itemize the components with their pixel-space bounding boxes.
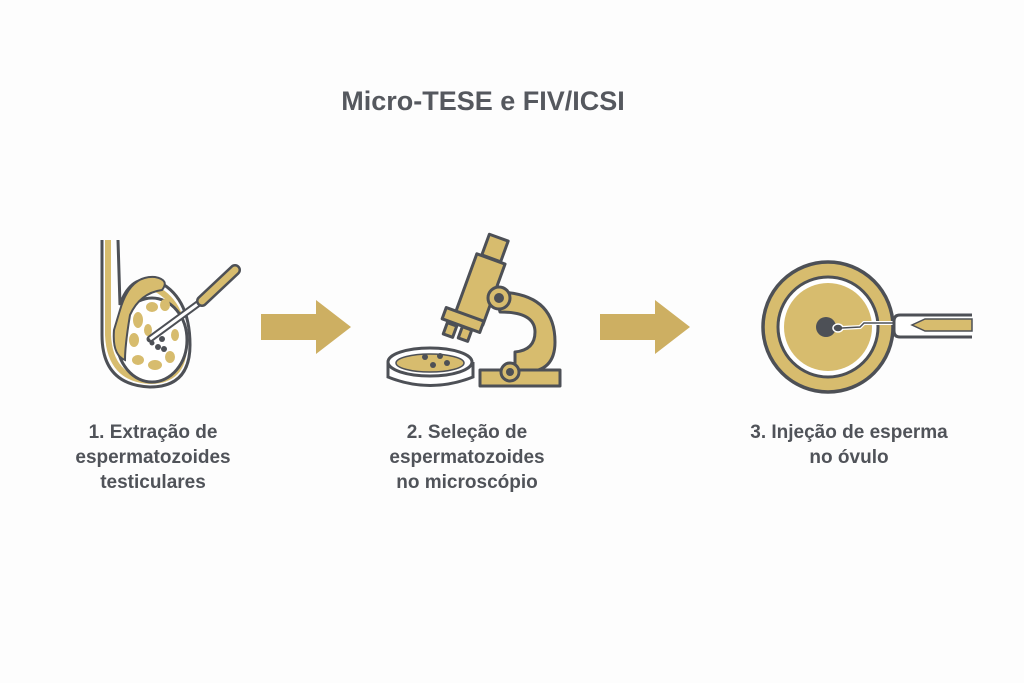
- step-2-line-2: espermatozoides: [389, 447, 545, 468]
- step-2-line-1: 2. Seleção de: [406, 422, 528, 443]
- arrow-right-icon: [600, 300, 690, 354]
- step-3-line-2: no óvulo: [809, 447, 889, 468]
- step-2-label: 2. Seleção de espermatozoides no microsc…: [347, 420, 587, 495]
- step-1-line-2: espermatozoides: [75, 447, 231, 468]
- step-1-line-3: testiculares: [100, 472, 206, 493]
- step-3-label: 3. Injeção de esperma no óvulo: [719, 420, 979, 470]
- testicle-needle-icon: [100, 239, 241, 389]
- step-1-line-1: 1. Extração de: [88, 422, 218, 443]
- arrow-right-icon: [261, 300, 351, 354]
- step-2-line-3: no microscópio: [396, 472, 538, 493]
- egg-injection-icon: [761, 260, 973, 394]
- diagram-title: Micro-TESE e FIV/ICSI: [341, 86, 625, 116]
- microscope-icon: [386, 232, 562, 388]
- step-3-line-1: 3. Injeção de esperma: [750, 422, 948, 443]
- step-1-label: 1. Extração de espermatozoides testicula…: [33, 420, 273, 495]
